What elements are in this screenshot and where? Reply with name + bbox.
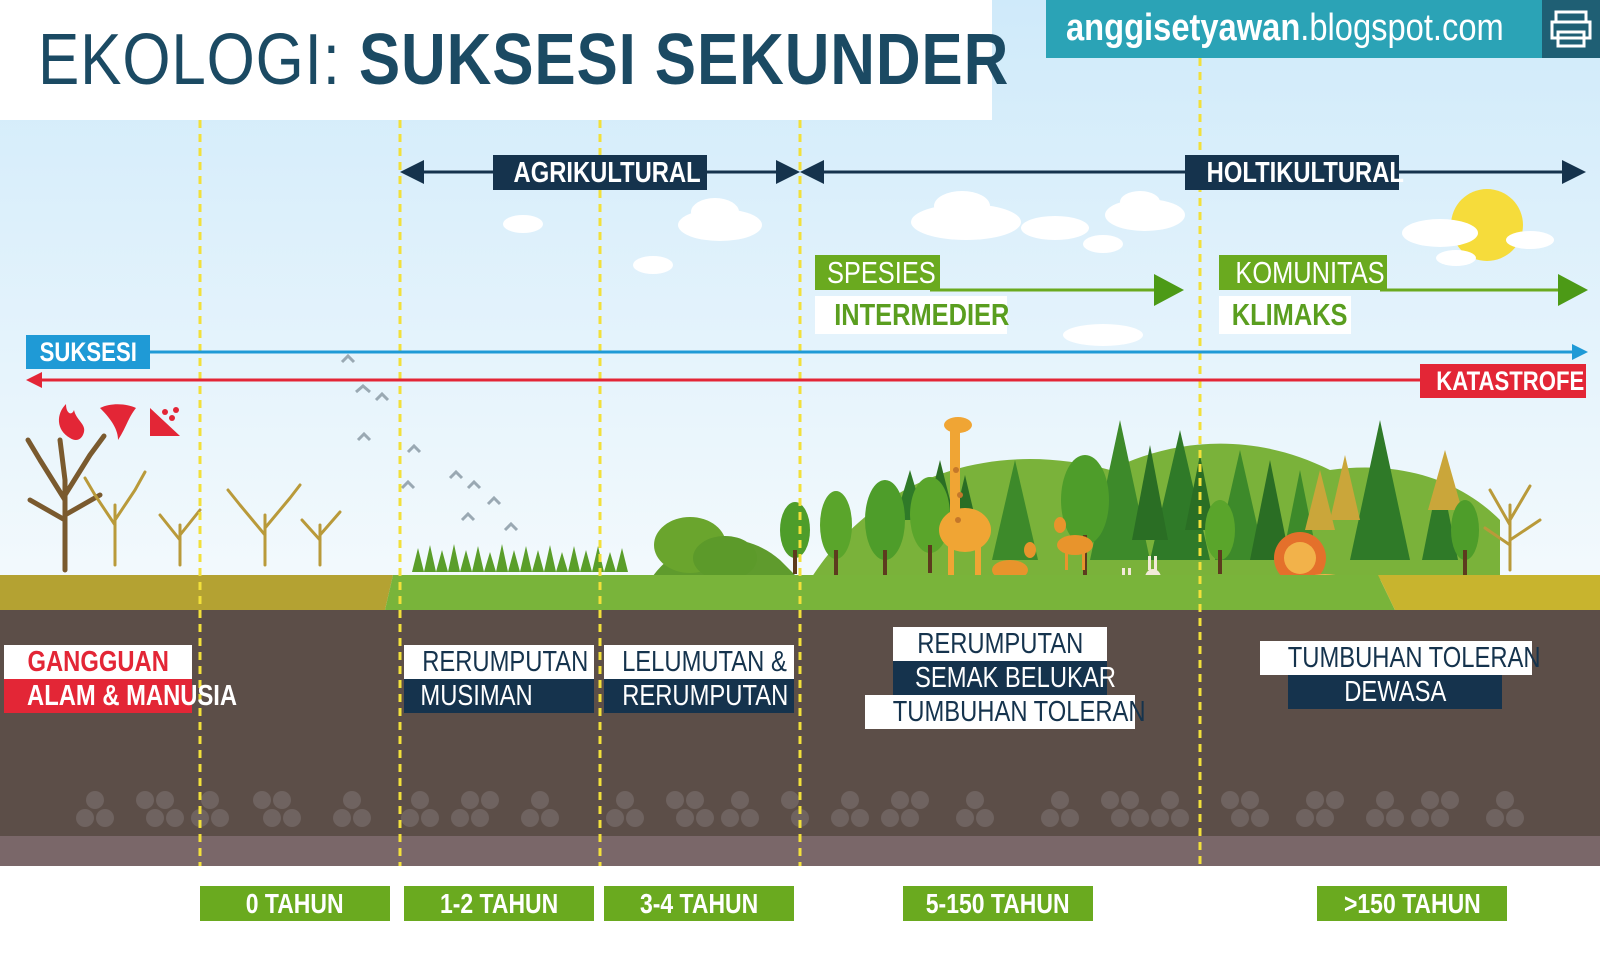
- landslide-icon: [150, 407, 180, 436]
- suksesi-arrow: [150, 344, 1588, 360]
- gangguan-label: GANGGUAN: [4, 645, 192, 679]
- intermediate-label-2: SEMAK BELUKAR: [893, 661, 1116, 695]
- rerumputan-musiman-label-1: RERUMPUTAN: [404, 645, 594, 679]
- katastrofe-arrow: [26, 372, 1420, 388]
- year-label-1: 1-2 TAHUN: [404, 886, 594, 921]
- site-url-rest: .blogspot.com: [1300, 7, 1504, 49]
- rerumputan-musiman-label-2: MUSIMAN: [404, 679, 594, 713]
- komunitas-klimaks-arrow: [1380, 274, 1588, 306]
- intermedier-label: INTERMEDIER: [815, 296, 1009, 334]
- site-banner: [1046, 0, 1542, 58]
- printer-icon: [1550, 10, 1592, 48]
- intermediate-label-3: TUMBUHAN TOLERAN: [865, 695, 1146, 729]
- soil-rocks: [76, 791, 1524, 827]
- title-panel: [0, 0, 992, 120]
- stage-dividers: [198, 58, 1202, 866]
- year-label-4: >150 TAHUN: [1317, 886, 1507, 921]
- komunitas-label: KOMUNITAS: [1219, 255, 1387, 290]
- katastrofe-label: KATASTROFE: [1420, 364, 1586, 398]
- storm-icon: [100, 404, 136, 440]
- deciduous-trees: [780, 455, 1479, 575]
- spesies-intermedier-arrow: [930, 274, 1184, 306]
- lelumutan-label-2: RERUMPUTAN: [604, 679, 794, 713]
- title-bold: SUKSESI SEKUNDER: [358, 20, 1010, 100]
- grass-tufts: [412, 544, 628, 572]
- year-label-2: 3-4 TAHUN: [604, 886, 794, 921]
- title-light: EKOLOGI:: [38, 20, 341, 100]
- holtikultural-label: HOLTIKULTURAL: [1185, 155, 1404, 190]
- giraffe-icon: [939, 417, 991, 580]
- klimaks-stage-label-1: TUMBUHAN TOLERAN: [1260, 641, 1541, 675]
- clouds: [503, 191, 1554, 346]
- agrikultural-label: AGRIKULTURAL: [493, 155, 707, 190]
- site-url-bold: anggisetyawan: [1066, 7, 1301, 49]
- fire-icon: [58, 404, 85, 440]
- sun-icon: [1451, 189, 1523, 261]
- year-label-0: 0 TAHUN: [200, 886, 390, 921]
- intermediate-label-1: RERUMPUTAN: [893, 627, 1107, 661]
- birds-flock: [340, 353, 519, 532]
- suksesi-label: SUKSESI: [26, 335, 150, 369]
- alam-manusia-label: ALAM & MANUSIA: [4, 679, 237, 713]
- year-label-3: 5-150 TAHUN: [903, 886, 1093, 921]
- bare-trees: [25, 433, 1542, 573]
- printer-icon-button[interactable]: [1542, 0, 1600, 58]
- klimaks-label: KLIMAKS: [1219, 296, 1351, 334]
- spesies-label: SPESIES: [815, 255, 940, 290]
- lelumutan-label-1: LELUMUTAN &: [604, 645, 794, 679]
- site-url[interactable]: anggisetyawan.blogspot.com: [1066, 6, 1504, 50]
- klimaks-stage-label-2: DEWASA: [1288, 675, 1502, 709]
- page-title: EKOLOGI: SUKSESI SEKUNDER: [38, 18, 1009, 102]
